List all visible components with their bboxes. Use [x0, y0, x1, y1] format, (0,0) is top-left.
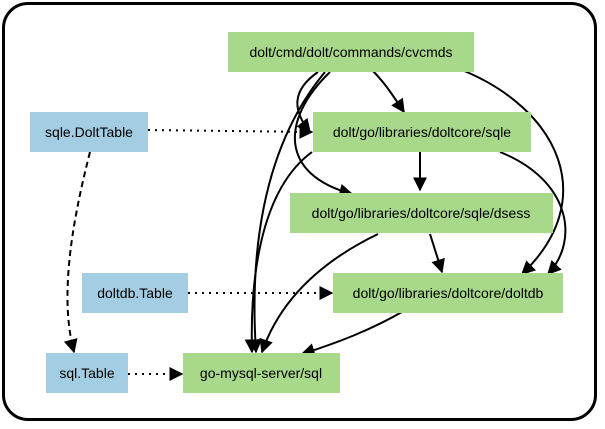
node-doltTable-box — [30, 112, 148, 152]
node-gms-box — [183, 353, 340, 393]
node-cvcmds-label: dolt/cmd/dolt/commands/cvcmds — [249, 44, 452, 60]
edge-dsess-gms — [259, 233, 379, 354]
edge-sqle-gms — [244, 151, 313, 354]
node-doltTable: sqle.DoltTable — [30, 112, 148, 152]
node-gms: go-mysql-server/sql — [183, 353, 340, 393]
edge-cvcmds-doltdb — [461, 69, 564, 275]
node-doltdbTable-label: doltdb.Table — [97, 285, 173, 301]
node-doltdbTable: doltdb.Table — [82, 273, 188, 313]
edge-cvcmds-sqle — [371, 69, 405, 114]
node-dsess: dolt/go/libraries/doltcore/sqle/dsess — [290, 193, 553, 233]
edge-dsess-doltdb — [429, 233, 445, 274]
node-doltdb-label: dolt/go/libraries/doltcore/doltdb — [353, 285, 544, 301]
edge-doltdb-gms — [300, 311, 403, 357]
edge-cvcmds-dsess — [293, 71, 354, 198]
node-dsess-box — [290, 193, 553, 233]
diagram-frame — [2, 2, 597, 421]
node-doltdb-box — [333, 273, 563, 313]
node-sqle-box — [313, 112, 531, 152]
node-sqle-label: dolt/go/libraries/doltcore/sqle — [333, 124, 511, 140]
node-sqlTable: sql.Table — [46, 353, 128, 393]
node-sqle: dolt/go/libraries/doltcore/sqle — [313, 112, 531, 152]
edge-cvcmds-gms — [248, 71, 326, 354]
node-cvcmds: dolt/cmd/dolt/commands/cvcmds — [228, 32, 474, 72]
edge-sqle-doltdb — [499, 151, 567, 276]
node-sqlTable-label: sql.Table — [59, 365, 114, 381]
node-sqlTable-box — [46, 353, 128, 393]
node-cvcmds-box — [228, 32, 474, 72]
node-doltdbTable-box — [82, 273, 188, 313]
edge-doltTable-sqlTable — [63, 151, 91, 354]
node-dsess-label: dolt/go/libraries/doltcore/sqle/dsess — [312, 205, 531, 221]
node-doltTable-label: sqle.DoltTable — [45, 124, 133, 140]
node-gms-label: go-mysql-server/sql — [200, 365, 322, 381]
node-doltdb: dolt/go/libraries/doltcore/doltdb — [333, 273, 563, 313]
